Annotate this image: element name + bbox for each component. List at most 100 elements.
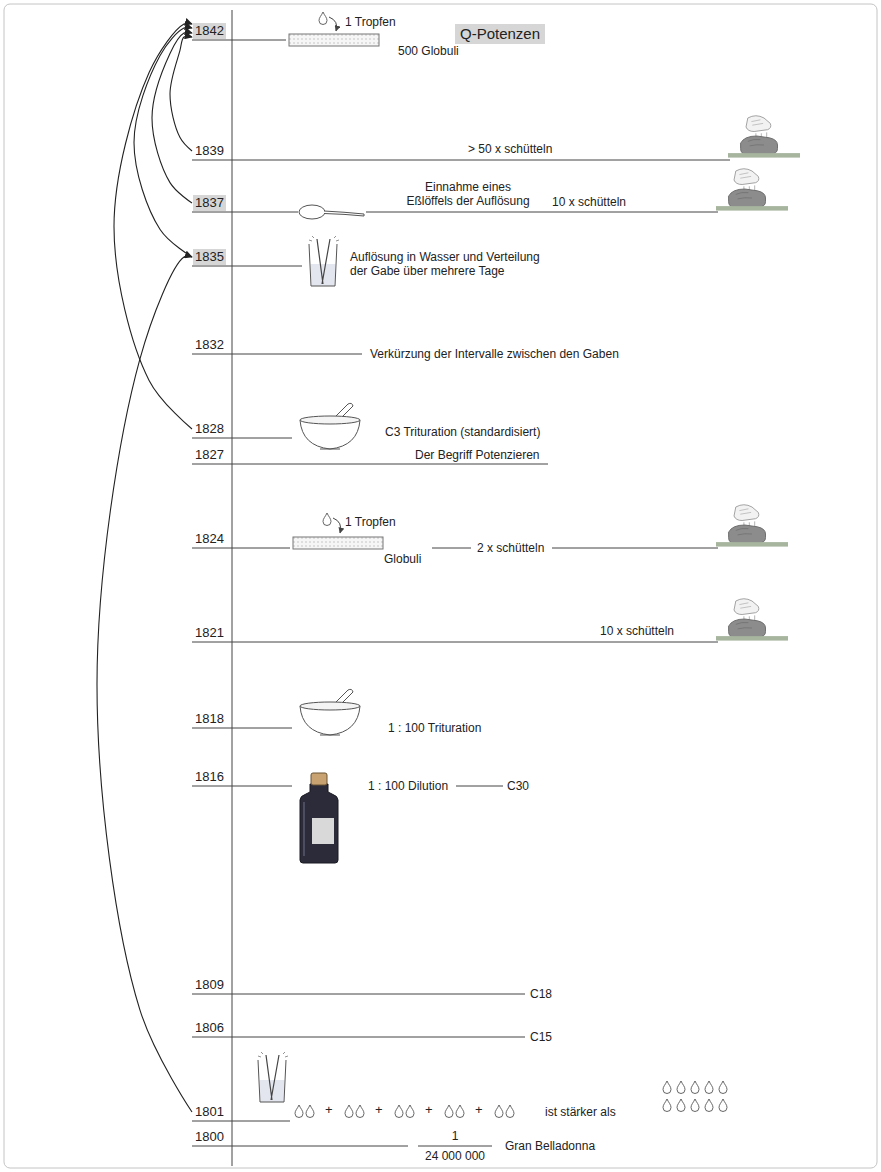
drop-arrow — [329, 17, 337, 31]
year-line — [366, 212, 718, 213]
node-text: 1835 — [195, 249, 224, 265]
year-marker: 1824 — [193, 531, 226, 547]
potency-tag: Q-Potenzen — [455, 24, 545, 44]
year-marker: 1828 — [193, 421, 226, 437]
drop-icon — [691, 1081, 699, 1094]
curved-arrow — [134, 27, 192, 257]
year-marker: 1832 — [193, 337, 226, 353]
drop-icon — [495, 1105, 503, 1118]
year-marker: 1809 — [193, 977, 226, 993]
node-text: 1824 — [195, 531, 224, 547]
node-text: 1827 — [195, 447, 224, 463]
curved-arrow — [170, 36, 192, 151]
curved-arrow — [97, 256, 192, 1112]
node-text: Q-Potenzen — [460, 25, 540, 43]
globuli-tray — [293, 537, 383, 549]
year-line — [192, 1037, 525, 1038]
drop-icon — [295, 1105, 303, 1118]
timeline-note: 1 Tropfen — [345, 15, 396, 29]
year-line — [192, 548, 290, 549]
year-marker: 1806 — [193, 1020, 226, 1036]
year-marker: 1839 — [193, 143, 226, 159]
year-line — [192, 438, 292, 439]
node-text: 1821 — [195, 625, 224, 641]
year-marker: 1816 — [193, 769, 226, 785]
drop-icon — [323, 513, 331, 526]
shaking-hands — [716, 169, 788, 211]
year-line — [192, 40, 286, 41]
timeline-note: 500 Globuli — [398, 44, 459, 58]
drop-icon — [663, 1099, 671, 1112]
year-line — [192, 160, 730, 161]
spoon-icon — [299, 205, 364, 219]
year-line — [192, 354, 362, 355]
drop-icon — [506, 1105, 514, 1118]
drop-icon — [705, 1081, 713, 1094]
drop-icon — [406, 1105, 414, 1118]
page-frame — [4, 4, 877, 1168]
node-text: 1828 — [195, 421, 224, 437]
time-axis — [232, 10, 233, 1166]
mortar-icon — [300, 689, 360, 735]
year-line — [192, 728, 292, 729]
year-marker: 1835 — [193, 249, 226, 265]
node-text: 1816 — [195, 769, 224, 785]
year-marker: 1800 — [193, 1129, 226, 1145]
year-marker: 1821 — [193, 625, 226, 641]
timeline-note: Einnahme eines Eßlöffels der Auflösung — [402, 180, 534, 208]
shaking-hands — [716, 505, 788, 547]
drop-icon — [663, 1081, 671, 1094]
timeline-note: 10 x schütteln — [600, 624, 674, 638]
timeline-note: 1 : 100 Trituration — [388, 721, 481, 735]
drop-icon — [345, 1105, 353, 1118]
shaking-hands — [728, 116, 800, 158]
year-line — [192, 212, 298, 213]
year-line — [192, 642, 718, 643]
drop-icon — [319, 12, 327, 25]
timeline-note: Globuli — [384, 552, 421, 566]
curved-arrow — [152, 32, 192, 203]
node-text: 1832 — [195, 337, 224, 353]
timeline-note: + — [425, 1103, 433, 1117]
drop-icon — [456, 1105, 464, 1118]
timeline-note: C30 — [507, 779, 529, 793]
timeline-note: Auflösung in Wasser und Verteilung der G… — [350, 250, 555, 278]
drop-icon — [691, 1099, 699, 1112]
node-text: 1818 — [195, 711, 224, 727]
drop-arrow — [333, 518, 341, 533]
drop-icon — [395, 1105, 403, 1118]
shaking-hands — [716, 599, 788, 641]
year-marker: 1801 — [193, 1104, 226, 1120]
timeline-note: C18 — [530, 987, 552, 1001]
year-line — [192, 786, 292, 787]
timeline-note: + — [325, 1103, 333, 1117]
timeline-note: 24 000 000 — [415, 1149, 495, 1163]
year-line — [192, 464, 548, 465]
node-text: 1837 — [195, 195, 224, 211]
timeline-note: 10 x schütteln — [552, 195, 626, 209]
timeline-note: Gran Belladonna — [505, 1139, 595, 1153]
timeline-note: Verkürzung der Intervalle zwischen den G… — [370, 347, 619, 361]
drop-icon — [719, 1099, 727, 1112]
curved-arrow — [114, 23, 192, 429]
beaker-icon — [258, 1052, 288, 1102]
drop-icon — [356, 1105, 364, 1118]
node-text: 1839 — [195, 143, 224, 159]
year-line — [192, 994, 525, 995]
drop-icon — [677, 1099, 685, 1112]
drop-icon — [445, 1105, 453, 1118]
timeline-note: + — [475, 1103, 483, 1117]
timeline-note: C3 Trituration (standardisiert) — [385, 425, 540, 439]
timeline-note: > 50 x schütteln — [468, 142, 552, 156]
timeline-note: ist stärker als — [545, 1105, 616, 1119]
beaker-icon — [309, 236, 339, 286]
mortar-icon — [300, 403, 360, 449]
drop-icon — [705, 1099, 713, 1112]
year-line — [552, 548, 718, 549]
timeline-note: 1 Tropfen — [345, 515, 396, 529]
year-marker: 1837 — [193, 195, 226, 211]
year-lines — [192, 40, 730, 1146]
node-text: 1842 — [195, 23, 224, 39]
